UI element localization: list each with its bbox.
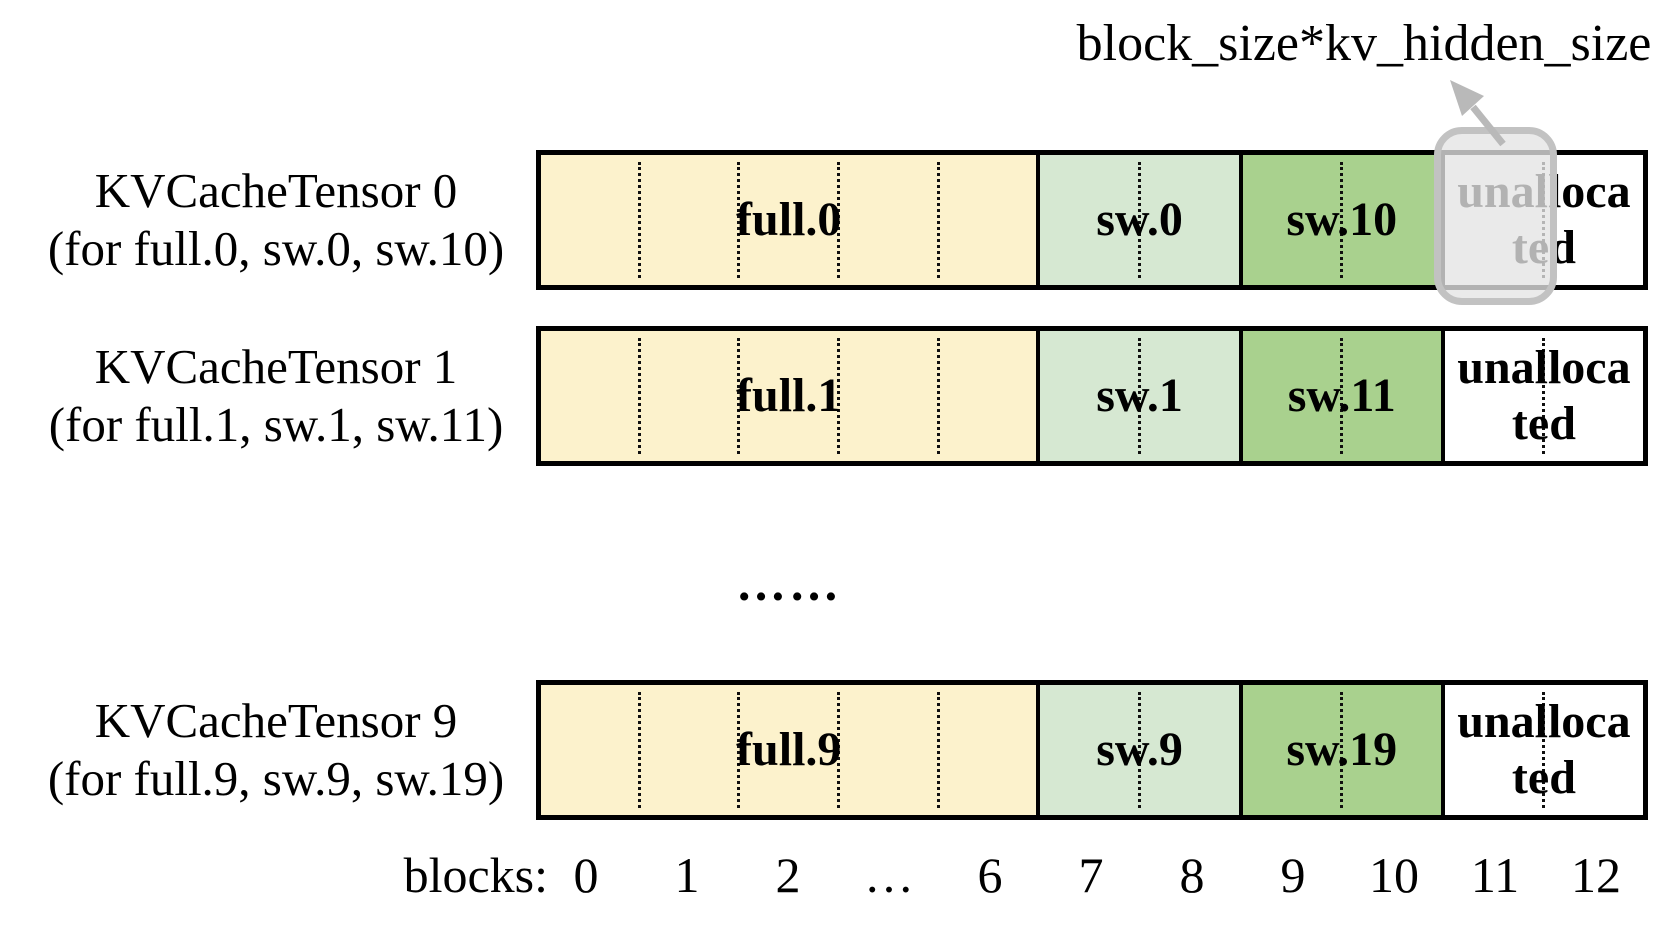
block-cells bbox=[541, 692, 1036, 808]
block-cell bbox=[637, 692, 738, 808]
axis-tick-6: 6 bbox=[977, 847, 1003, 903]
axis-tick-0: 0 bbox=[573, 847, 599, 903]
block-cells bbox=[1243, 162, 1441, 278]
axis-tick-8: 8 bbox=[1179, 847, 1205, 903]
segment-sw-a: sw.0 bbox=[1036, 155, 1239, 285]
block-cell bbox=[936, 692, 1037, 808]
block-cell bbox=[936, 338, 1037, 454]
block-cells bbox=[1243, 338, 1441, 454]
block-cell bbox=[541, 162, 638, 278]
tensor-box-9: full.9 sw.9 sw.19 bbox=[536, 680, 1648, 820]
block-cell bbox=[1340, 338, 1441, 454]
segment-full: full.1 bbox=[541, 331, 1037, 461]
tensor-row-1: KVCacheTensor 1 (for full.1, sw.1, sw.11… bbox=[0, 326, 1676, 466]
tensor-row-9: KVCacheTensor 9 (for full.9, sw.9, sw.19… bbox=[0, 680, 1676, 820]
axis-tick-1: 1 bbox=[674, 847, 700, 903]
axis-tick-10: 10 bbox=[1369, 847, 1419, 903]
block-cell bbox=[1340, 692, 1441, 808]
block-cells bbox=[1040, 162, 1238, 278]
block-cell bbox=[737, 162, 837, 278]
tensor-subtitle: (for full.9, sw.9, sw.19) bbox=[47, 751, 505, 806]
segment-unallocated: unalloca ted bbox=[1440, 685, 1644, 815]
block-cell bbox=[1138, 692, 1239, 808]
segment-label: sw.1 bbox=[1096, 369, 1183, 422]
segment-sw-a: sw.9 bbox=[1036, 685, 1239, 815]
axis-tick-9: 9 bbox=[1280, 847, 1306, 903]
tensor-row-1-label: KVCacheTensor 1 (for full.1, sw.1, sw.11… bbox=[22, 326, 530, 466]
tensor-title: KVCacheTensor 1 bbox=[94, 339, 458, 394]
segment-full: full.9 bbox=[541, 685, 1037, 815]
unallocated-line-2: ted bbox=[1511, 751, 1576, 804]
axis-tick-12: 12 bbox=[1571, 847, 1621, 903]
block-cell bbox=[837, 692, 937, 808]
block-cell bbox=[837, 338, 937, 454]
segment-unallocated: unalloca ted bbox=[1440, 331, 1644, 461]
axis-tick-2: 2 bbox=[775, 847, 801, 903]
block-cell bbox=[541, 338, 638, 454]
segment-label: full.0 bbox=[736, 193, 842, 246]
block-cell bbox=[936, 162, 1037, 278]
block-cells bbox=[541, 162, 1036, 278]
axis-tick-7: 7 bbox=[1078, 847, 1104, 903]
block-cell bbox=[1138, 338, 1239, 454]
segment-label: sw.11 bbox=[1287, 369, 1396, 422]
block-cells bbox=[1243, 692, 1441, 808]
block-cells bbox=[541, 338, 1036, 454]
tensor-title: KVCacheTensor 0 bbox=[94, 163, 458, 218]
blocks-axis-label: blocks: bbox=[403, 847, 548, 903]
block-cell bbox=[737, 692, 837, 808]
block-cell bbox=[637, 338, 738, 454]
block-cells bbox=[1040, 338, 1238, 454]
axis-tick-ellipsis: … bbox=[864, 847, 914, 903]
segment-label: sw.0 bbox=[1096, 193, 1183, 246]
tensor-subtitle: (for full.1, sw.1, sw.11) bbox=[48, 397, 504, 452]
unallocated-line-2: ted bbox=[1511, 397, 1576, 450]
segment-label: full.9 bbox=[736, 723, 842, 776]
block-cell bbox=[1542, 692, 1643, 808]
segment-label: unalloca ted bbox=[1457, 694, 1630, 806]
block-cell bbox=[1138, 162, 1239, 278]
axis-tick-11: 11 bbox=[1470, 847, 1520, 903]
tensor-subtitle: (for full.0, sw.0, sw.10) bbox=[47, 221, 505, 276]
tensor-row-0-label: KVCacheTensor 0 (for full.0, sw.0, sw.10… bbox=[22, 150, 530, 290]
tensor-title: KVCacheTensor 9 bbox=[94, 693, 458, 748]
block-cells bbox=[1040, 692, 1238, 808]
tensor-box-1: full.1 sw.1 sw.11 bbox=[536, 326, 1648, 466]
segment-sw-b: sw.11 bbox=[1238, 331, 1441, 461]
block-cell bbox=[737, 338, 837, 454]
block-size-annotation: block_size*kv_hidden_size bbox=[1076, 15, 1652, 72]
unallocated-line-1: unalloca bbox=[1457, 341, 1631, 394]
segment-label: full.1 bbox=[736, 369, 842, 422]
block-cell bbox=[1542, 338, 1643, 454]
segment-label: sw.10 bbox=[1286, 193, 1398, 246]
tensor-row-0: KVCacheTensor 0 (for full.0, sw.0, sw.10… bbox=[0, 150, 1676, 290]
block-size-highlight bbox=[1434, 127, 1557, 305]
block-cell bbox=[637, 162, 738, 278]
block-cell bbox=[1340, 162, 1441, 278]
segment-label: unalloca ted bbox=[1457, 340, 1630, 452]
block-cell bbox=[837, 162, 937, 278]
segment-label: sw.19 bbox=[1286, 723, 1398, 776]
unallocated-line-1: unalloca bbox=[1457, 695, 1631, 748]
segment-sw-b: sw.10 bbox=[1238, 155, 1441, 285]
rows-ellipsis: …… bbox=[736, 555, 842, 611]
segment-full: full.0 bbox=[541, 155, 1037, 285]
block-cells bbox=[1445, 338, 1643, 454]
segment-sw-a: sw.1 bbox=[1036, 331, 1239, 461]
block-cell bbox=[541, 692, 638, 808]
segment-label: sw.9 bbox=[1096, 723, 1183, 776]
tensor-row-9-label: KVCacheTensor 9 (for full.9, sw.9, sw.19… bbox=[22, 680, 530, 820]
block-cells bbox=[1445, 692, 1643, 808]
segment-sw-b: sw.19 bbox=[1238, 685, 1441, 815]
